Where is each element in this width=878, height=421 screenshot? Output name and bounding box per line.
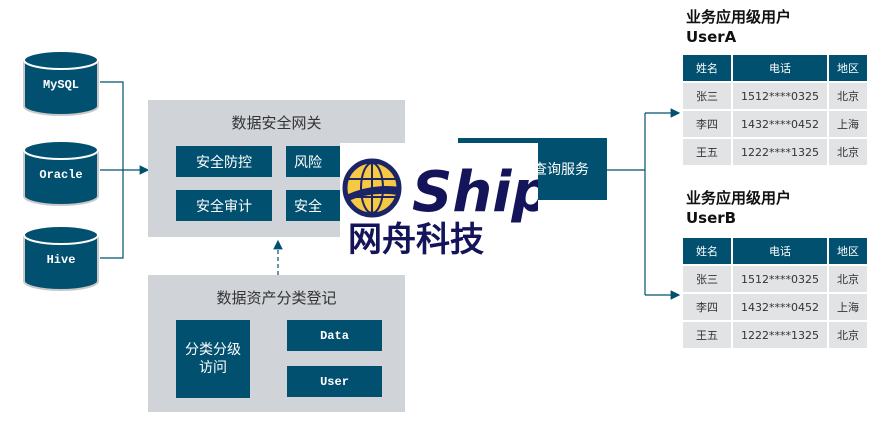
asset-registry-title: 数据资产分类登记 [216, 289, 337, 307]
database-label: Oracle [39, 168, 83, 182]
column-header: 地区 [827, 53, 869, 83]
table-header: 姓名电话地区 [681, 53, 869, 83]
table-cell: 上海 [827, 109, 869, 139]
table-cell: 北京 [827, 137, 869, 167]
table-cell: 王五 [681, 320, 733, 350]
column-header: 电话 [731, 236, 829, 266]
database-mysql[interactable]: MySQL [22, 50, 100, 116]
database-cylinder-icon [23, 225, 99, 291]
database-label: Hive [46, 253, 76, 267]
svg-text:Ship: Ship [412, 160, 538, 225]
table-cell: 1222****1325 [731, 137, 829, 167]
database-label: MySQL [42, 78, 79, 92]
table-cell: 1512****0325 [731, 81, 829, 111]
classification-access-box[interactable]: 分类分级 访问 [176, 320, 250, 398]
table-cell: 北京 [827, 264, 869, 294]
column-header: 姓名 [681, 53, 733, 83]
table-cell: 1512****0325 [731, 264, 829, 294]
table-cell: 王五 [681, 137, 733, 167]
database-oracle[interactable]: Oracle [22, 140, 100, 206]
eship-logo: Ship 网舟科技 [340, 143, 551, 260]
table-cell: 李四 [681, 109, 733, 139]
table-cell: 北京 [827, 81, 869, 111]
security-control-button[interactable]: 安全防控 [176, 146, 272, 177]
table-cell: 李四 [681, 292, 733, 322]
table-cell: 1432****0452 [731, 292, 829, 322]
table-cell: 1432****0452 [731, 109, 829, 139]
table-header: 姓名电话地区 [681, 236, 869, 266]
table-cell: 张三 [681, 264, 733, 294]
table-cell: 北京 [827, 320, 869, 350]
table-cell: 上海 [827, 292, 869, 322]
table-cell: 1222****1325 [731, 320, 829, 350]
svg-text:网舟科技: 网舟科技 [348, 220, 484, 257]
database-cylinder-icon [23, 140, 99, 206]
table-cell: 张三 [681, 81, 733, 111]
security-audit-button[interactable]: 安全审计 [176, 190, 272, 221]
data-box[interactable]: Data [287, 320, 382, 351]
database-hive[interactable]: Hive [22, 225, 100, 291]
globe-icon: Ship 网舟科技 [342, 158, 551, 260]
user-box[interactable]: User [287, 366, 382, 397]
column-header: 地区 [827, 236, 869, 266]
database-cylinder-icon [23, 50, 99, 116]
gateway-title: 数据安全网关 [231, 114, 322, 132]
column-header: 姓名 [681, 236, 733, 266]
column-header: 电话 [731, 53, 829, 83]
